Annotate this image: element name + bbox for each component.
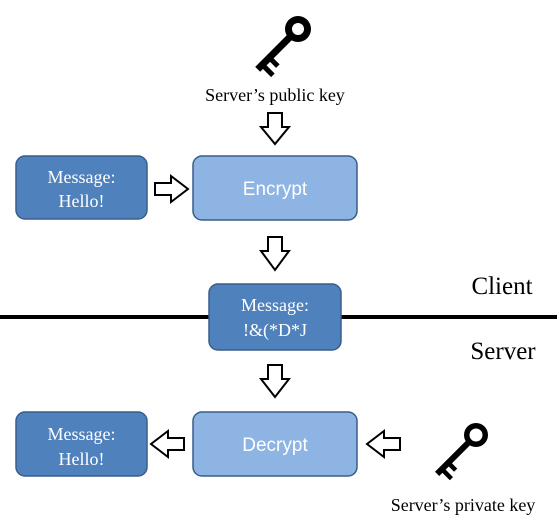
cipher-message-box: Message: !&(*D*J (208, 283, 342, 351)
private-key-icon (434, 423, 488, 481)
cipher-message-line1: Message: (241, 295, 309, 315)
client-message-line2: Hello! (59, 191, 105, 211)
server-message-box: Message: Hello! (15, 411, 148, 477)
encrypt-box: Encrypt (192, 155, 358, 221)
encrypt-label: Encrypt (243, 179, 308, 200)
client-message-box: Message: Hello! (15, 155, 148, 220)
server-message-line2: Hello! (59, 449, 105, 469)
public-key-label: Server’s public key (205, 85, 345, 105)
arrow-message-to-encrypt-icon (154, 173, 190, 205)
client-message-line1: Message: (48, 167, 116, 187)
cipher-message-line2: !&(*D*J (243, 320, 307, 341)
decrypt-box: Decrypt (192, 411, 358, 477)
decrypt-label: Decrypt (242, 435, 308, 456)
arrow-key-to-decrypt-icon (365, 428, 401, 460)
arrow-key-to-encrypt-icon (258, 112, 292, 146)
client-label: Client (471, 273, 532, 300)
arrow-encrypt-to-cipher-icon (259, 236, 291, 272)
private-key-label: Server’s private key (391, 495, 536, 515)
arrow-decrypt-to-message-icon (149, 428, 185, 460)
server-label: Server (470, 338, 536, 365)
arrow-cipher-to-decrypt-icon (258, 364, 292, 399)
public-key-icon (255, 15, 311, 78)
server-message-line1: Message: (48, 424, 116, 444)
